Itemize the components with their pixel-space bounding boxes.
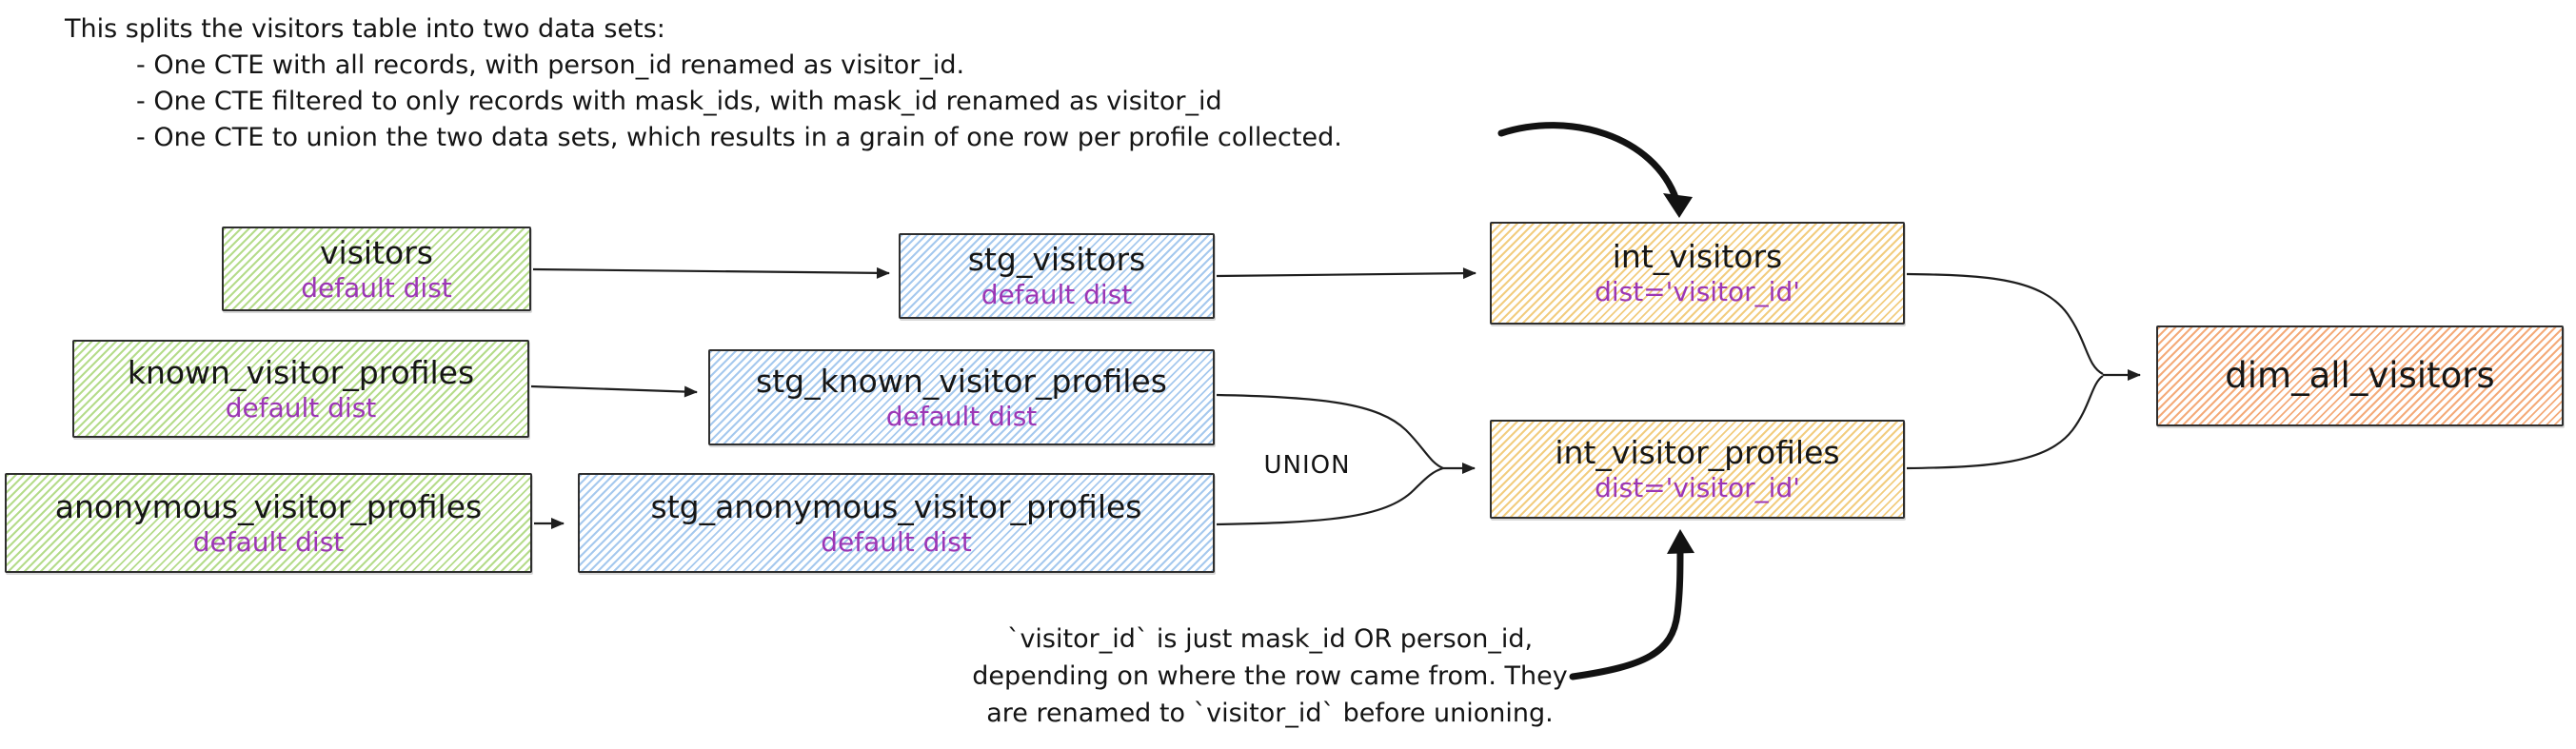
top-note-bullet: - One CTE with all records, with person_… — [136, 50, 965, 80]
node-title: visitors — [320, 233, 433, 271]
edge-stg-visitors-to-int-visitors — [1216, 267, 1476, 280]
bottom-note-line: depending on where the row came from. Th… — [972, 661, 1568, 691]
node-anonymous-visitor-profiles[interactable]: anonymous_visitor_profiles default dist — [5, 473, 532, 573]
top-note: This splits the visitors table into two … — [65, 11, 1342, 156]
node-subtitle: default dist — [192, 525, 345, 558]
top-note-bullet: - One CTE filtered to only records with … — [136, 87, 1222, 116]
top-annotation-arrow — [1497, 122, 1693, 218]
node-stg-known-visitor-profiles[interactable]: stg_known_visitor_profiles default dist — [708, 349, 1215, 445]
edge-stg-anonymous-to-union — [1216, 466, 1444, 526]
node-known-visitor-profiles[interactable]: known_visitor_profiles default dist — [72, 340, 529, 438]
node-title: anonymous_visitor_profiles — [54, 487, 483, 525]
node-int-visitors[interactable]: int_visitors dist='visitor_id' — [1490, 222, 1905, 325]
bottom-note: `visitor_id` is just mask_id OR person_i… — [941, 621, 1599, 732]
edge-int-visitors-to-merge — [1906, 272, 2104, 375]
top-note-intro: This splits the visitors table into two … — [65, 14, 665, 44]
node-subtitle: dist='visitor_id' — [1595, 472, 1800, 504]
node-title: stg_anonymous_visitor_profiles — [650, 487, 1142, 525]
edge-visitors-to-stg-visitors — [532, 266, 890, 279]
bottom-note-line: `visitor_id` is just mask_id OR person_i… — [1006, 624, 1534, 654]
bottom-annotation-arrow — [1569, 529, 1694, 680]
node-dim-all-visitors[interactable]: dim_all_visitors — [2156, 325, 2564, 426]
node-title: stg_known_visitor_profiles — [756, 362, 1167, 400]
node-title: stg_visitors — [967, 241, 1146, 279]
node-subtitle: default dist — [821, 525, 972, 558]
edge-known-to-stg-known — [530, 384, 698, 398]
edge-stg-known-to-union — [1216, 393, 1444, 470]
node-int-visitor-profiles[interactable]: int_visitor_profiles dist='visitor_id' — [1490, 420, 1905, 519]
node-subtitle: default dist — [225, 391, 377, 424]
union-label: UNION — [1263, 451, 1351, 480]
node-title: known_visitor_profiles — [127, 353, 475, 391]
node-subtitle: default dist — [981, 279, 1133, 311]
node-visitors[interactable]: visitors default dist — [222, 227, 531, 311]
top-note-bullet: - One CTE to union the two data sets, wh… — [136, 123, 1342, 152]
node-title: int_visitors — [1612, 238, 1783, 276]
node-stg-visitors[interactable]: stg_visitors default dist — [899, 233, 1215, 319]
node-title: dim_all_visitors — [2225, 354, 2495, 396]
node-subtitle: dist='visitor_id' — [1595, 276, 1800, 308]
node-subtitle: default dist — [885, 400, 1038, 432]
node-stg-anonymous-visitor-profiles[interactable]: stg_anonymous_visitor_profiles default d… — [578, 473, 1215, 573]
edge-int-visitor-profiles-to-merge — [1906, 375, 2104, 470]
bottom-note-line: are renamed to `visitor_id` before union… — [986, 699, 1554, 728]
node-title: int_visitor_profiles — [1555, 434, 1840, 472]
node-subtitle: default dist — [301, 271, 452, 304]
